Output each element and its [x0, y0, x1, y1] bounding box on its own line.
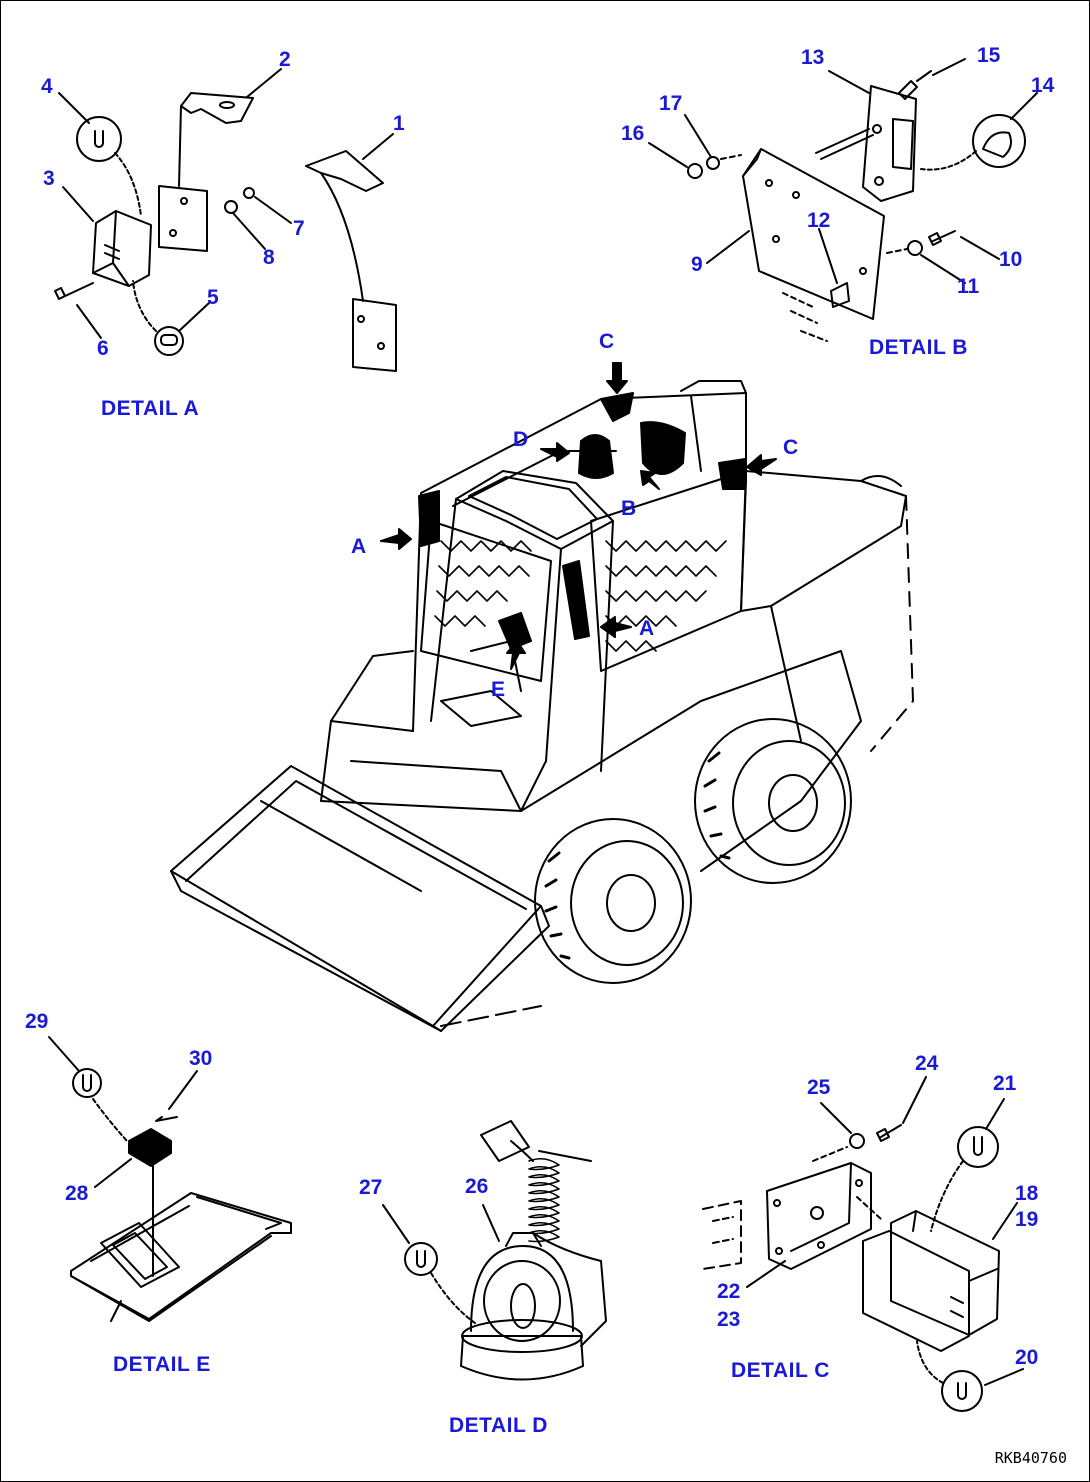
detail-b-title: DETAIL B [869, 336, 968, 359]
callout-16: 16 [621, 122, 645, 145]
callout-26: 26 [465, 1175, 489, 1198]
detail-a-title: DETAIL A [101, 397, 200, 420]
detail-e-title: DETAIL E [113, 1353, 211, 1376]
location-letter-a-right: A [639, 617, 655, 640]
skid-steer-loader-drawing [170, 362, 914, 1032]
callout-20: 20 [1015, 1346, 1039, 1369]
callout-8: 8 [263, 246, 275, 269]
callout-19: 19 [1015, 1208, 1039, 1231]
callout-10: 10 [999, 248, 1023, 271]
location-letter-a-left: A [351, 535, 367, 558]
callout-4: 4 [41, 75, 53, 98]
callout-15: 15 [977, 44, 1001, 67]
callout-23: 23 [717, 1308, 741, 1331]
callout-5: 5 [207, 286, 219, 309]
callout-24: 24 [915, 1052, 939, 1075]
callout-1: 1 [393, 112, 405, 135]
detail-b-drawing [648, 58, 1038, 342]
location-letter-c-right: C [783, 436, 799, 459]
callout-27: 27 [359, 1176, 383, 1199]
callout-7: 7 [293, 217, 305, 240]
location-letter-b: B [621, 497, 637, 520]
light-mounting-points [418, 392, 746, 650]
location-letter-e: E [491, 678, 506, 701]
detail-d-title: DETAIL D [449, 1414, 548, 1437]
detail-a-drawing [54, 68, 397, 372]
detail-c-title: DETAIL C [731, 1359, 830, 1382]
callout-6: 6 [97, 337, 109, 360]
callout-3: 3 [43, 167, 55, 190]
detail-e-drawing [48, 1036, 292, 1322]
callout-2: 2 [279, 48, 291, 71]
callout-11: 11 [957, 275, 980, 298]
callout-29: 29 [25, 1010, 49, 1033]
callout-21: 21 [993, 1072, 1017, 1095]
callout-28: 28 [65, 1182, 89, 1205]
callout-22: 22 [717, 1280, 741, 1303]
callout-14: 14 [1031, 74, 1055, 97]
callout-9: 9 [691, 253, 703, 276]
detail-c-drawing [702, 1076, 1024, 1412]
callout-18: 18 [1015, 1182, 1039, 1205]
coil-cord [528, 1157, 560, 1243]
callout-17: 17 [659, 92, 683, 115]
callout-13: 13 [801, 46, 825, 69]
location-letter-d: D [513, 428, 529, 451]
drawing-code: RKB40760 [994, 1449, 1067, 1467]
location-arrows [380, 362, 777, 670]
wheels [534, 718, 852, 984]
detail-d-drawing [382, 1120, 607, 1381]
location-letter-c-top: C [599, 330, 615, 353]
callout-25: 25 [807, 1076, 831, 1099]
callout-30: 30 [189, 1047, 213, 1070]
callout-12: 12 [807, 209, 831, 232]
